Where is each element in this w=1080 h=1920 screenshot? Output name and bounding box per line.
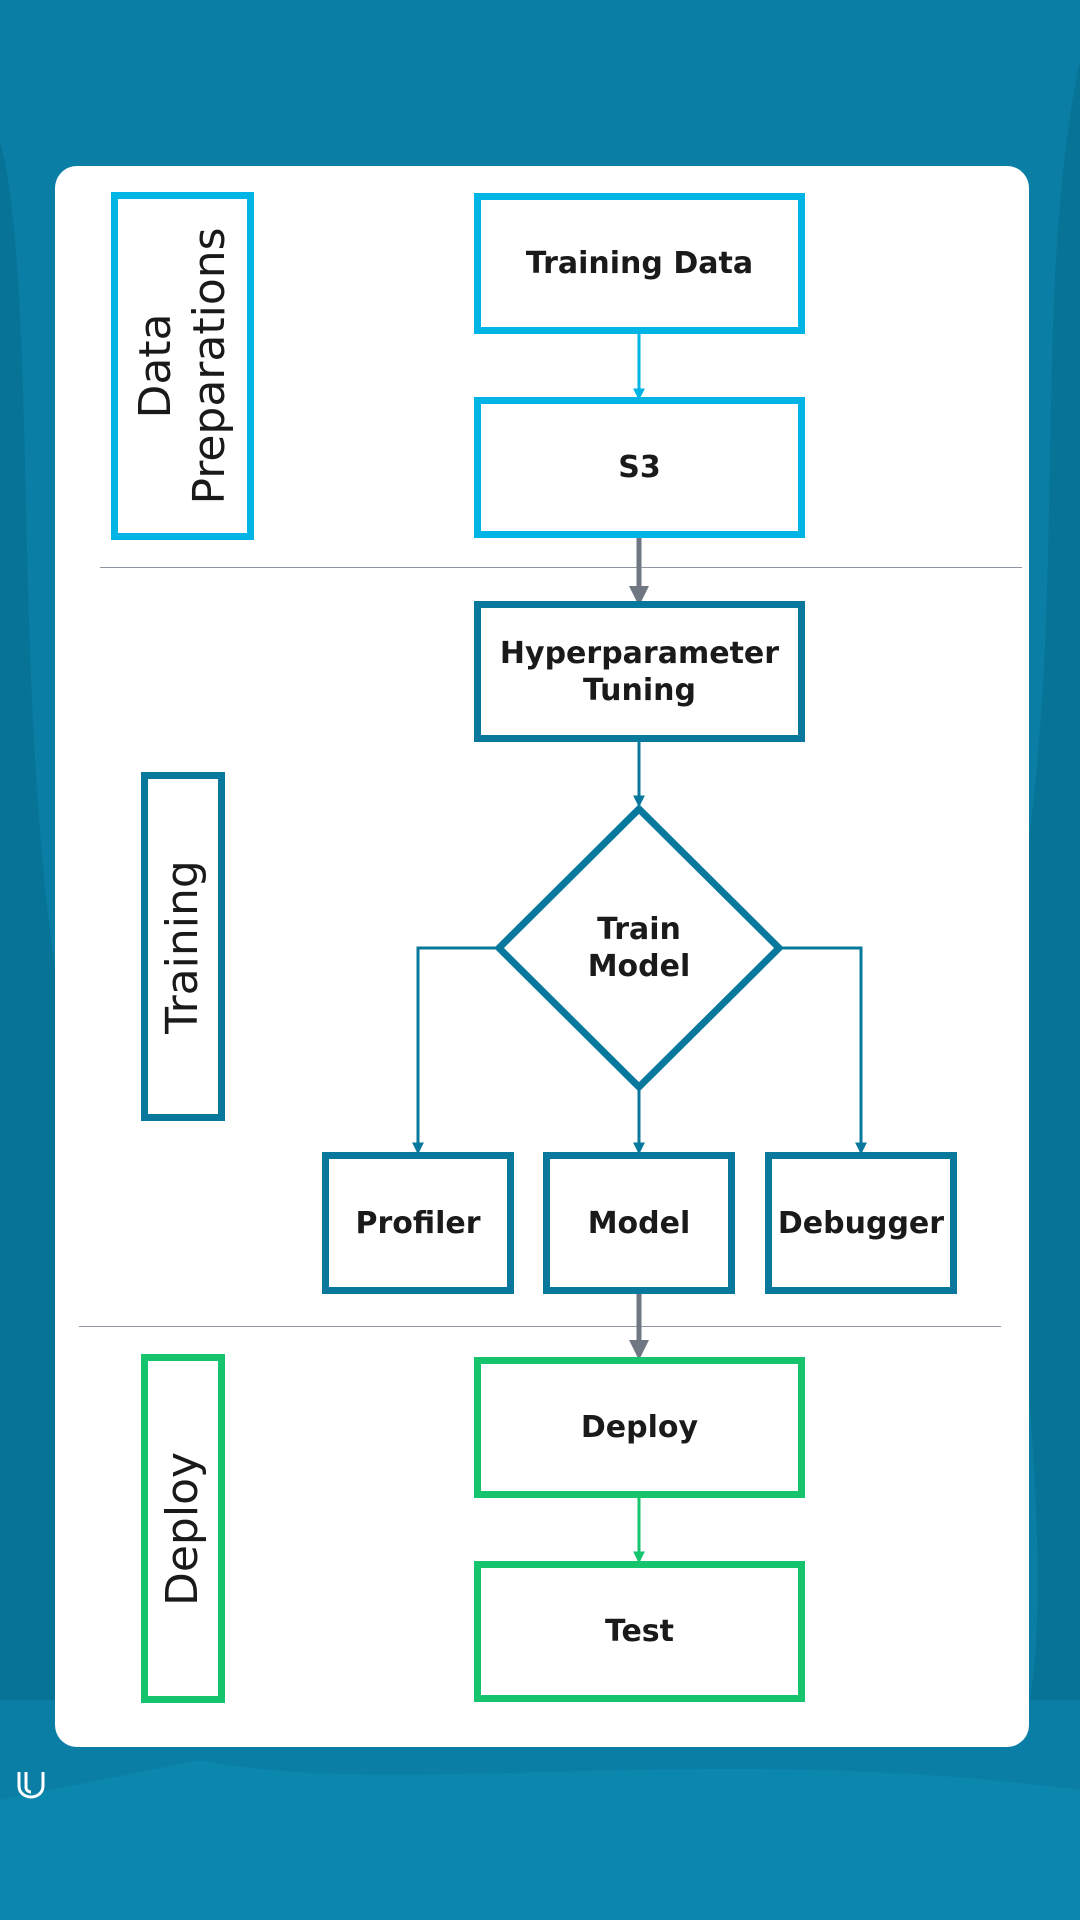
node-label-profiler: Profiler	[355, 1205, 481, 1241]
node-label-model: Model	[587, 1205, 691, 1241]
section-training: Training	[141, 772, 225, 1121]
node-deploy: Deploy	[474, 1357, 805, 1498]
section-label-training: Training	[157, 859, 208, 1034]
node-label-deploy: Deploy	[580, 1410, 699, 1445]
node-s3: S3	[474, 397, 805, 538]
node-training-data: Training Data	[474, 193, 805, 334]
section-data-preparations: Data Preparations	[111, 192, 254, 540]
node-label-train-model: Train Model	[587, 912, 691, 984]
node-label-debugger: Debugger	[777, 1205, 945, 1241]
section-label-deploy: Deploy	[157, 1451, 208, 1606]
section-divider-2	[79, 1326, 1001, 1327]
udacity-logo-icon	[17, 1772, 45, 1799]
section-label-data-preparations: Data Preparations	[129, 227, 235, 505]
node-debugger: Debugger	[765, 1152, 957, 1294]
node-label-hyperparameter-tuning: Hyperparameter Tuning	[499, 635, 780, 708]
node-profiler: Profiler	[322, 1152, 514, 1294]
node-label-training-data: Training Data	[525, 246, 754, 281]
node-label-s3: S3	[618, 450, 661, 485]
node-label-test: Test	[604, 1614, 675, 1649]
node-hyperparameter-tuning: Hyperparameter Tuning	[474, 601, 805, 742]
node-train-model-label-wrap: Train Model	[559, 908, 719, 988]
node-test: Test	[474, 1561, 805, 1702]
node-model: Model	[543, 1152, 735, 1294]
section-divider-1	[100, 567, 1022, 568]
section-deploy: Deploy	[141, 1354, 225, 1703]
